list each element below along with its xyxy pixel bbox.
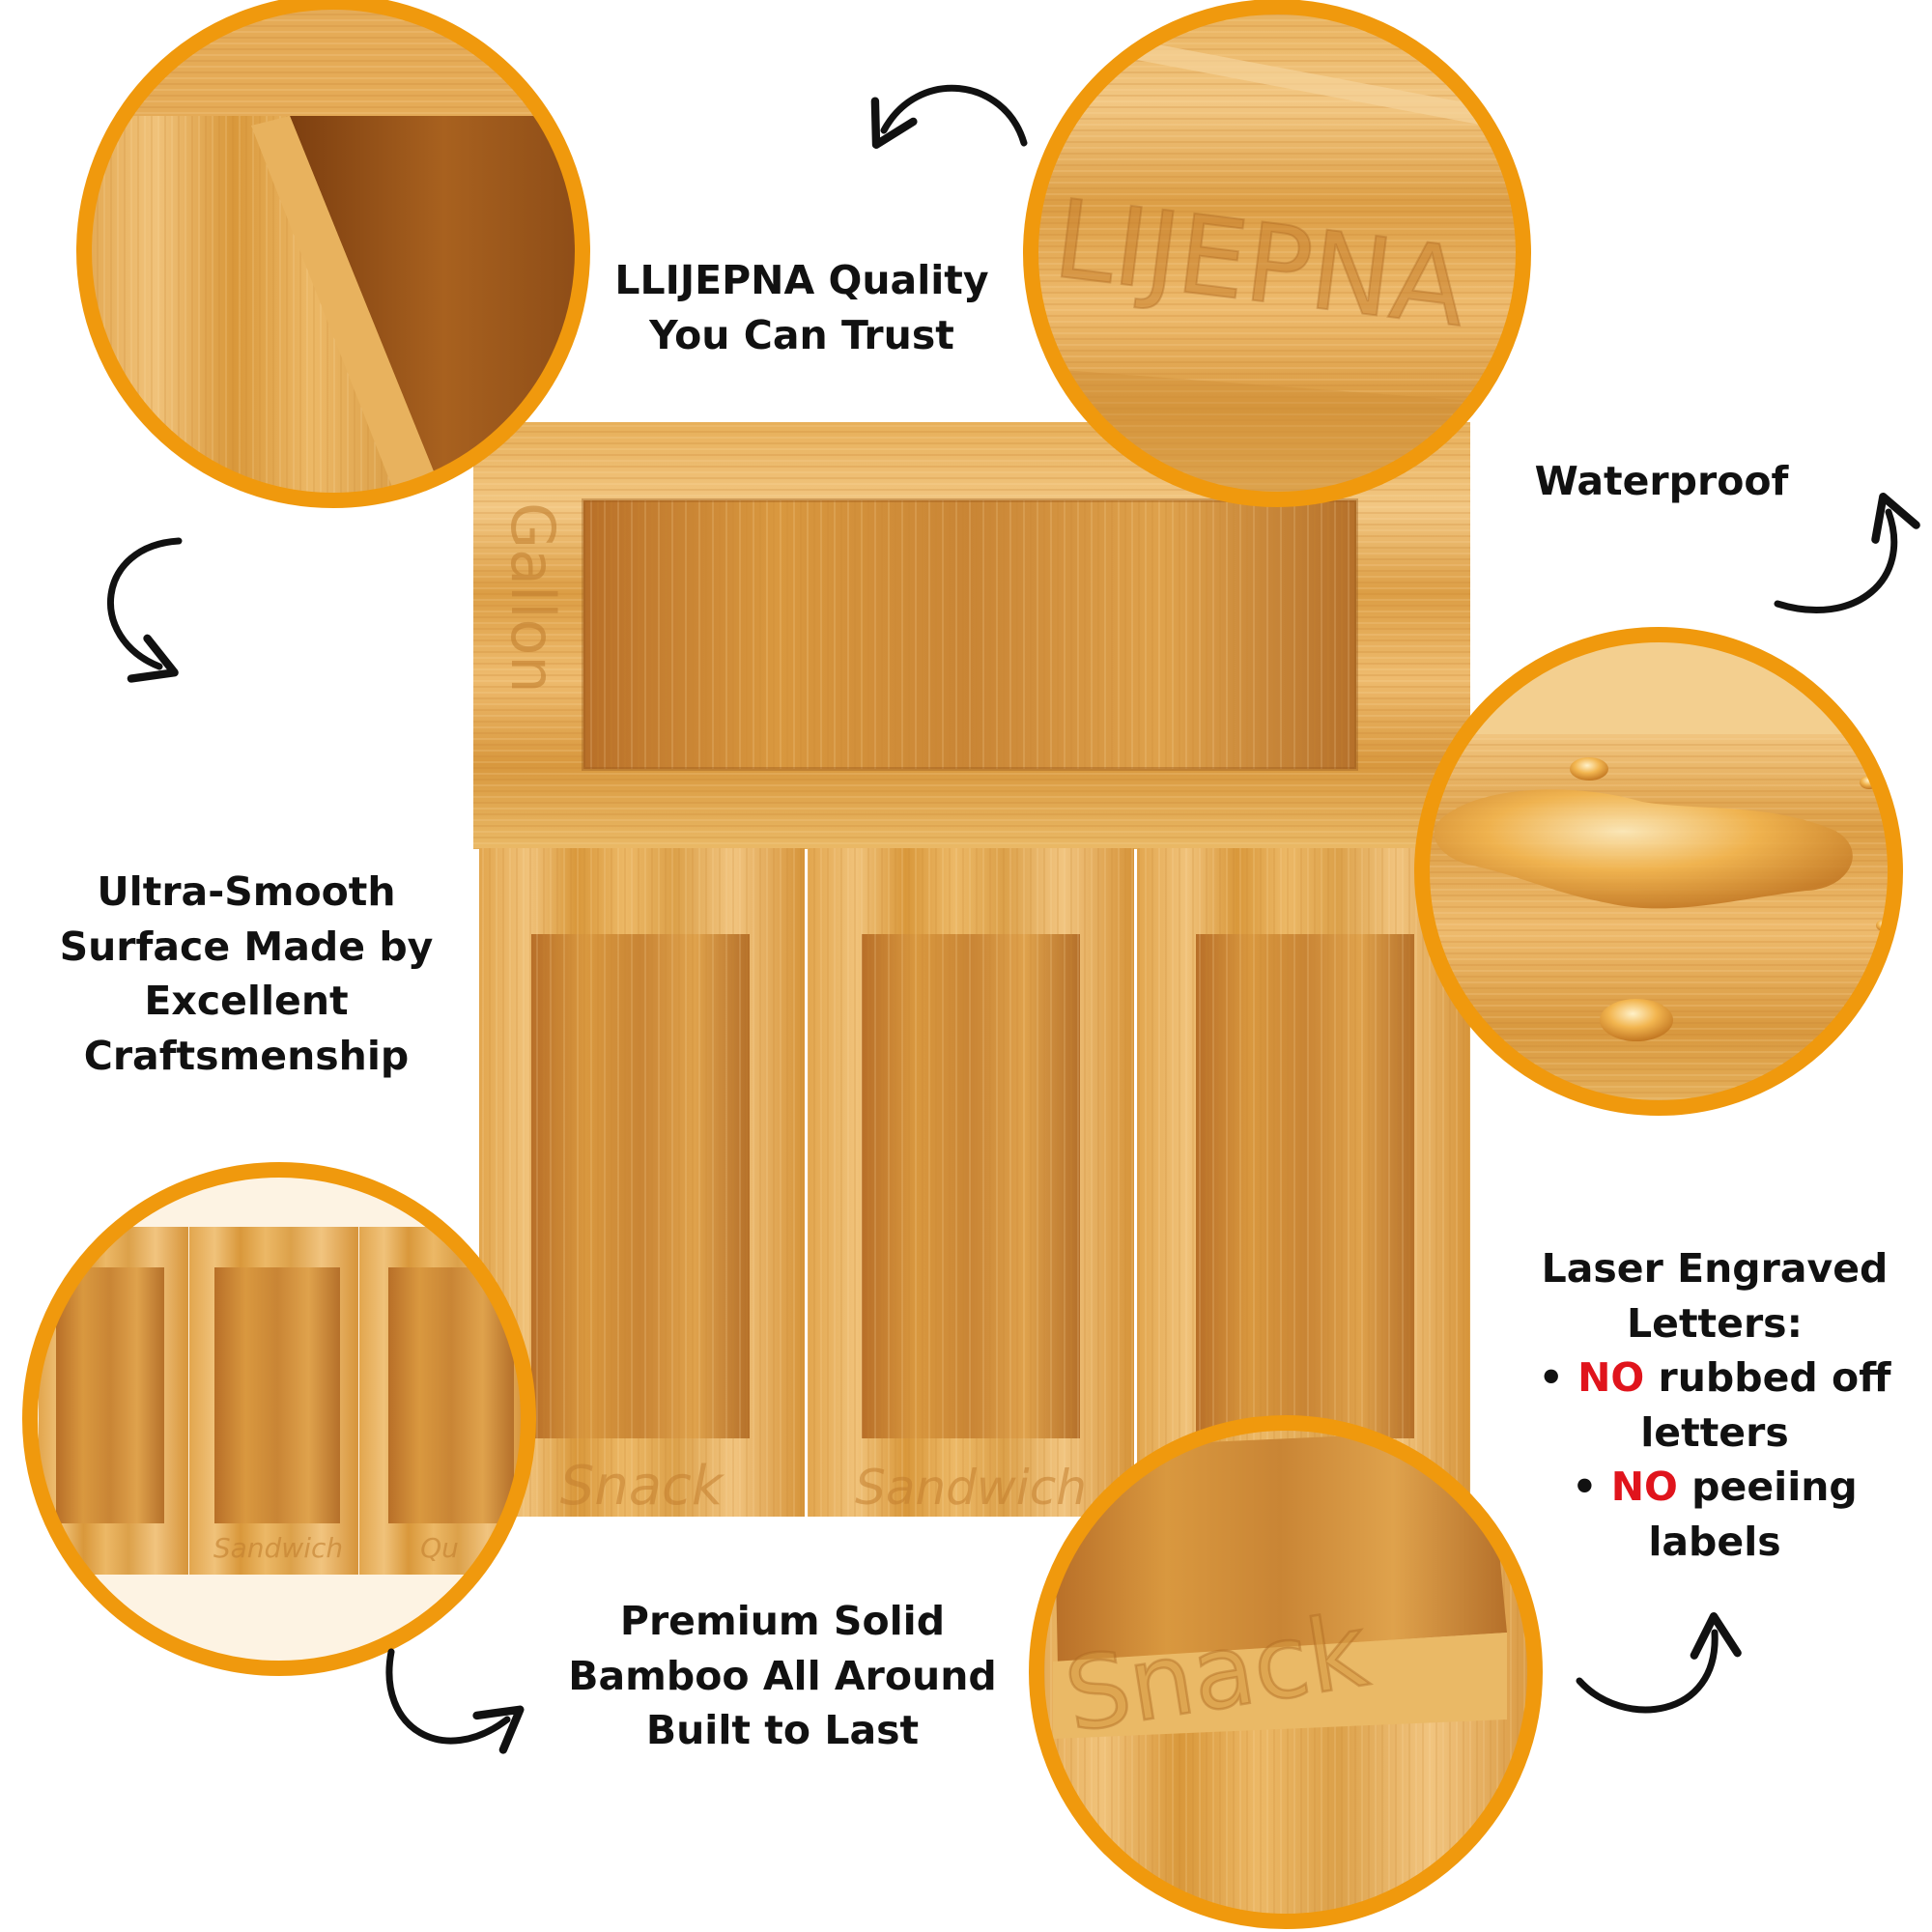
caption-line: letters xyxy=(1640,1408,1789,1456)
caption-line: Craftsmenship xyxy=(83,1032,410,1079)
product-organizer: Gallon Snack Sandwich xyxy=(473,422,1470,1518)
caption-line: labels xyxy=(1648,1518,1781,1565)
caption-line: Built to Last xyxy=(645,1707,920,1754)
bullet-icon: • xyxy=(1538,1354,1564,1402)
caption-line: Premium Solid xyxy=(619,1598,946,1644)
closeup-snack-circle: Snack xyxy=(1029,1415,1543,1929)
arrow-bottom-right-icon xyxy=(1576,1612,1742,1714)
closeup-corner-circle xyxy=(76,0,590,508)
caption-laser: Laser Engraved Letters: • NO rubbed off … xyxy=(1521,1241,1908,1569)
small-quart-engraving: Qu xyxy=(420,1532,459,1564)
caption-bullet-2: • NO peeiing xyxy=(1521,1460,1908,1515)
caption-smooth: Ultra-Smooth Surface Made by Excellent C… xyxy=(43,865,449,1083)
caption-line: Ultra-Smooth xyxy=(97,868,396,915)
quart-box xyxy=(1137,848,1470,1517)
caption-line: LLIJEPNA Quality xyxy=(614,257,989,303)
arrow-left-icon xyxy=(107,537,183,683)
sandwich-box: Sandwich xyxy=(808,848,1134,1517)
small-sandwich-engraving: Sandwich xyxy=(213,1532,343,1564)
caption-bullet-1: • NO rubbed off xyxy=(1521,1350,1908,1406)
caption-line: Excellent xyxy=(144,978,349,1025)
closeup-brand-circle: LIJEPNA xyxy=(1023,0,1531,507)
bullet-icon: • xyxy=(1572,1463,1598,1511)
gallon-engraving: Gallon xyxy=(497,502,568,694)
arrow-right-icon xyxy=(1774,492,1920,614)
caption-line: Waterproof xyxy=(1534,458,1789,504)
arrow-top-left-icon xyxy=(870,84,1028,149)
closeup-boxes-circle: Sandwich Qu xyxy=(22,1162,536,1676)
caption-quality: LLIJEPNA Quality You Can Trust xyxy=(580,253,1024,362)
arrows xyxy=(107,84,1920,1754)
snack-engraving: Snack xyxy=(560,1455,725,1518)
caption-text: rubbed off xyxy=(1658,1354,1891,1402)
caption-line: Laser Engraved xyxy=(1541,1245,1889,1292)
caption-text: peeiing xyxy=(1691,1463,1858,1511)
sandwich-engraving: Sandwich xyxy=(855,1460,1087,1516)
no-label: NO xyxy=(1610,1463,1678,1511)
no-label: NO xyxy=(1577,1354,1645,1402)
caption-bamboo: Premium Solid Bamboo All Around Built to… xyxy=(541,1594,1024,1758)
caption-line: Bamboo All Around xyxy=(568,1652,997,1699)
arrow-bottom-left-icon xyxy=(385,1648,525,1754)
caption-waterproof: Waterproof xyxy=(1507,454,1816,509)
closeup-waterproof-circle xyxy=(1414,627,1903,1116)
caption-line: Surface Made by xyxy=(59,923,434,970)
caption-line: You Can Trust xyxy=(649,311,954,358)
caption-line: Letters: xyxy=(1627,1299,1803,1347)
